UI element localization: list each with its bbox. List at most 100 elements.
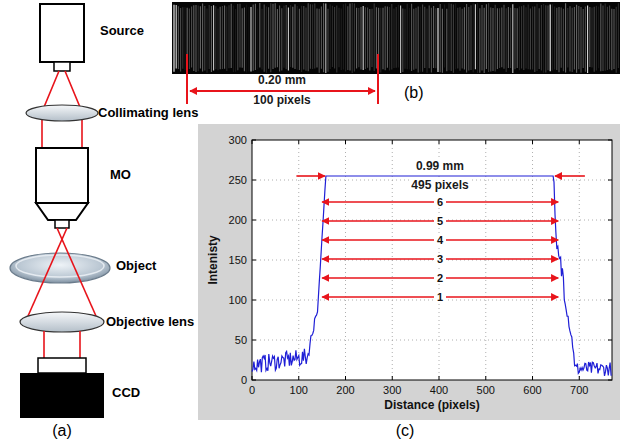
width-arrow — [296, 175, 325, 177]
intensity-curve — [252, 176, 611, 376]
fringe-stripe — [583, 9, 584, 68]
fringe-stripe — [358, 8, 359, 67]
fringe-stripe — [402, 8, 403, 72]
fringe-stripe — [481, 5, 482, 71]
component-label: CCD — [112, 386, 140, 401]
fringe-stripe — [349, 4, 350, 71]
fringe-stripe — [290, 5, 291, 67]
fringe-stripe — [176, 5, 177, 69]
fringe-stripe — [367, 7, 368, 67]
fringe-stripe — [301, 6, 302, 72]
tick-label: 700 — [570, 384, 588, 397]
fringe-stripe — [512, 4, 513, 73]
objective-body — [36, 148, 88, 203]
tick-mark — [252, 140, 256, 141]
fringe-stripe — [321, 7, 322, 69]
fringe-stripe — [475, 4, 476, 69]
fringe-stripe — [393, 8, 394, 68]
fringe-stripe — [250, 7, 251, 72]
fringe-stripe — [191, 7, 192, 68]
fringe-stripe — [464, 7, 465, 69]
fringe-stripe — [389, 7, 390, 70]
component-label: MO — [110, 168, 131, 183]
fringe-stripe — [338, 8, 339, 67]
tick-mark — [298, 140, 299, 144]
fringe-stripe — [605, 3, 606, 70]
fringe-stripe — [523, 5, 524, 70]
fringe-stripe — [217, 8, 218, 70]
fringe-stripe — [556, 8, 557, 70]
fringe-stripe — [374, 4, 375, 71]
tick-mark — [485, 376, 486, 380]
tick-mark — [579, 376, 580, 380]
fringe-stripe — [248, 7, 249, 72]
fringe-stripe — [279, 6, 280, 72]
light-ray — [28, 228, 67, 316]
fringe-stripe — [323, 3, 324, 72]
fringe-stripe — [506, 8, 507, 72]
fringe-stripe — [233, 5, 234, 72]
fringe-stripe — [286, 5, 287, 69]
fringe-stripe — [316, 9, 317, 68]
fringe-stripe — [521, 6, 522, 68]
fringe-stripe — [200, 6, 201, 68]
fringe-stripe — [226, 7, 227, 71]
fringe-stripe — [484, 8, 485, 73]
fringe-stripe — [264, 5, 265, 72]
tick-mark — [392, 376, 393, 380]
petri-dish-rim — [16, 255, 104, 277]
fringe-stripe — [578, 6, 579, 69]
fringe-stripe — [308, 3, 309, 71]
fringe-stripe — [490, 8, 491, 72]
fringe-stripe — [479, 8, 480, 73]
fringe-stripe — [600, 4, 601, 72]
dimension-label: 100 pixels — [251, 94, 312, 108]
fringe-stripe — [561, 7, 562, 67]
fringe-stripe — [541, 5, 542, 71]
tick-mark — [439, 376, 440, 380]
plot-panel — [198, 124, 620, 420]
fringe-stripe — [431, 8, 432, 73]
tick-label: 150 — [229, 254, 247, 267]
tick-mark — [345, 140, 346, 144]
fringe-stripe — [558, 7, 559, 72]
fringe-stripe — [332, 6, 333, 67]
fringe-stripe — [180, 8, 181, 72]
fringe-stripe — [550, 5, 551, 72]
fringe-stripe — [303, 6, 304, 70]
fringe-stripe — [510, 8, 511, 68]
tick-mark — [392, 140, 393, 144]
fringe-stripe — [435, 8, 436, 68]
fringe-stripe — [448, 3, 449, 70]
fringe-stripe — [347, 6, 348, 70]
dimension-label: 0.20 mm — [256, 74, 308, 88]
fringe-stripe — [455, 4, 456, 70]
fringe-stripe — [253, 4, 254, 70]
fringe-stripe — [611, 9, 612, 70]
fringe-stripe — [363, 6, 364, 70]
fringe-image — [172, 2, 620, 104]
fringe-stripe — [202, 3, 203, 71]
fringe-stripe — [514, 8, 515, 69]
tick-label: 500 — [477, 384, 495, 397]
fringe-stripe — [501, 8, 502, 68]
callout-number: 6 — [434, 196, 446, 209]
fringe-stripe — [382, 8, 383, 69]
fringe-stripe — [310, 4, 311, 69]
callout-number: 5 — [434, 215, 446, 228]
tick-mark — [252, 376, 253, 380]
fringe-stripe — [580, 7, 581, 73]
tick-label: 200 — [229, 214, 247, 227]
fringe-stripe — [336, 6, 337, 73]
fringe-stripe — [591, 8, 592, 68]
fringe-stripe — [365, 7, 366, 69]
width-arrows — [296, 176, 584, 297]
objective-tip — [55, 220, 69, 228]
light-ray — [57, 228, 96, 316]
fringe-stripe — [239, 4, 240, 68]
fringe-stripe — [552, 4, 553, 70]
light-ray — [43, 331, 45, 358]
fringe-stripe — [255, 4, 256, 70]
tick-mark — [485, 140, 486, 144]
